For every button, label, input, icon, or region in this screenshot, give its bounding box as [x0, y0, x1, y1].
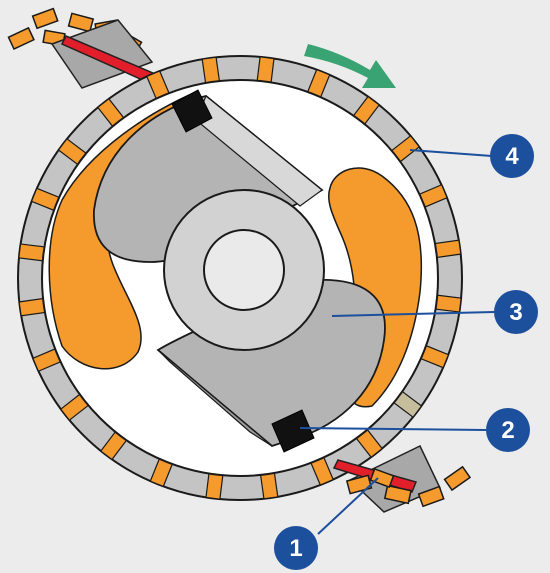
rotor-vane-top: [171, 89, 213, 133]
screen-segment: [18, 297, 46, 317]
callout-leaders: [299, 149, 495, 535]
rotor-web-shadow: [157, 349, 273, 447]
svg-text:4: 4: [505, 143, 519, 170]
rotor-vane-bottom: [271, 409, 315, 453]
rotation-arrow-icon: [304, 44, 396, 88]
screen-segment: [434, 239, 462, 259]
callout-3: 3: [494, 290, 538, 334]
rotor-lobe-lower: [156, 279, 386, 448]
rotor-hub-inner: [203, 229, 285, 311]
screen-segment: [201, 56, 221, 84]
screen-segment: [434, 294, 462, 313]
svg-text:1: 1: [289, 535, 302, 562]
svg-text:3: 3: [509, 299, 522, 326]
rotor-body: [93, 95, 386, 448]
screen-segment: [18, 243, 46, 262]
screen-segment: [205, 472, 224, 500]
screen-segment: [256, 56, 275, 84]
callout-4: 4: [490, 134, 534, 178]
chips-bottom-right: [345, 465, 472, 508]
callout-2: 2: [486, 408, 530, 452]
callout-1: 1: [274, 526, 318, 570]
svg-text:2: 2: [501, 417, 514, 444]
screen-segment: [259, 472, 279, 500]
